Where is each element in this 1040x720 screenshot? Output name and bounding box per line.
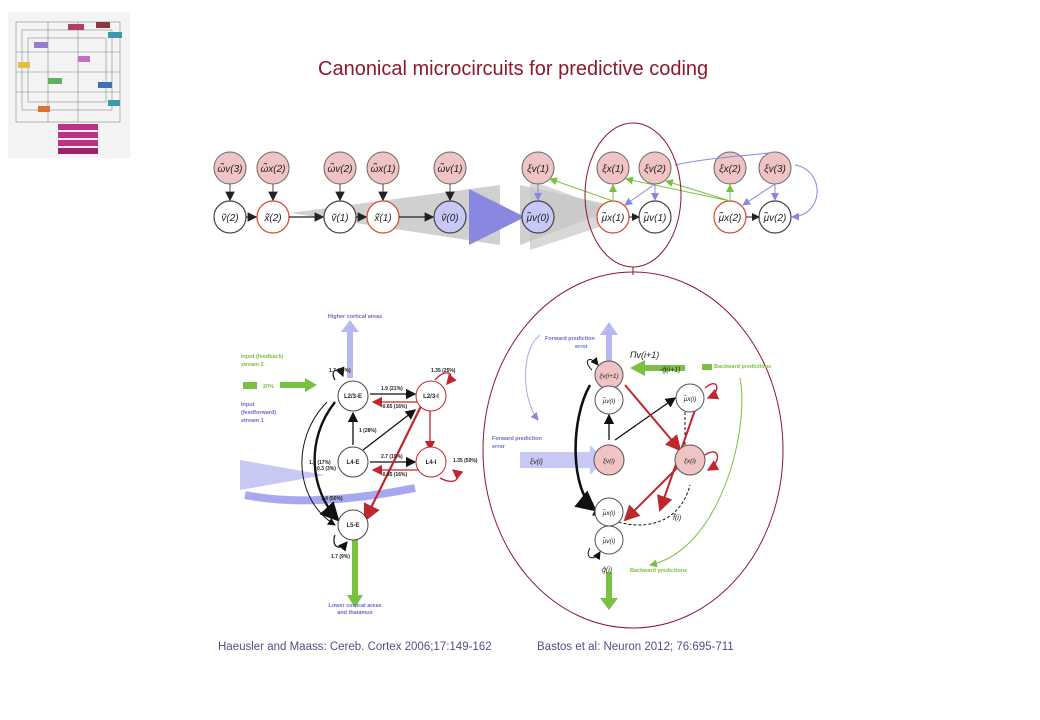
lower-node-label: μ̃v(1): [643, 211, 667, 224]
right-node-label: ξv(i): [603, 458, 615, 465]
backward-bottom: Backward predictions: [630, 568, 687, 574]
edge-label: 1.4 (50%): [321, 496, 343, 502]
forward-loop: [525, 334, 541, 421]
edge-label: 1.7 (20%): [329, 368, 351, 374]
lower-node-label: μ̃x(2): [718, 211, 742, 224]
citation-left: Haeusler and Maass: Cereb. Cortex 2006;1…: [218, 641, 492, 653]
upper-nodes: [213, 151, 792, 185]
right-node-label: μ̃x(i): [683, 395, 697, 403]
upper-node-label: ω̃x(2): [260, 162, 285, 175]
right-node-label: μ̃v(i): [602, 537, 616, 545]
upper-node-label: ω̃v(2): [327, 162, 352, 175]
bottom-label-1: Lower cortical areas: [328, 603, 381, 609]
feedback-label-1: Input (feedback): [241, 354, 284, 360]
feedforward-input-arrow: [240, 460, 325, 490]
top-chain-diagram: ω̃v(3) ω̃x(2) ω̃v(2) ω̃x(1) ω̃v(1) ξv(1) ξx(1)…: [213, 151, 818, 250]
right-node-label: ξx(i): [684, 458, 696, 465]
bottom-label-2: and thalamus: [337, 610, 372, 616]
left-node-label: L2/3-E: [344, 394, 362, 400]
left-microcircuit-diagram: Higher cortical areas Lower cortical are…: [240, 314, 478, 616]
pi-label: Πv(i+1): [630, 350, 659, 360]
edge-label: -0.85 (16%): [381, 472, 407, 478]
forward-left-2: error: [492, 444, 506, 450]
node-mu-v-upper: [594, 385, 624, 415]
node-xi-v-mid: [593, 444, 625, 476]
node-l23e: [337, 380, 369, 412]
feedback-label-2: stream 2: [241, 362, 264, 368]
upper-node-label: ω̃x(1): [370, 162, 395, 175]
feedforward-sweep: [244, 484, 416, 505]
edge-label: 1.7 (9%): [331, 554, 350, 560]
upper-node-label: ξx(1): [602, 164, 624, 175]
upper-node-label: ω̃v(1): [437, 162, 462, 175]
backward-bottom-arrow: [600, 572, 618, 610]
citation-right: Bastos et al: Neuron 2012; 76:695-711: [537, 641, 734, 653]
forward-top-2: error: [575, 344, 589, 350]
lower-node-label: x̃(2): [263, 213, 281, 224]
top-label: Higher cortical areas: [328, 314, 382, 320]
lower-node-label: ṽ(1): [331, 213, 348, 224]
thumbnail-overview: [8, 12, 130, 158]
edge-label: 1.35 (50%): [453, 458, 478, 464]
forward-top-1: Forward prediction: [545, 336, 595, 342]
node-mu-v0: [521, 200, 555, 234]
left-node-label: L4-I: [426, 460, 437, 466]
g-bottom-label: g̃(i): [602, 567, 612, 574]
right-node-label: μ̃x(i): [602, 509, 616, 517]
green-feedback-bar: [243, 382, 257, 389]
higher-areas-arrow: [341, 320, 359, 378]
f-label: f̃(i): [673, 514, 681, 522]
node-mu-v-lower: [594, 525, 624, 555]
node-l4i: [415, 446, 447, 478]
edge-label: -0.65 (16%): [381, 404, 407, 410]
upper-node-label: ξx(2): [719, 164, 741, 175]
edge-label: 1 (28%): [359, 428, 377, 434]
backward-top-arrow: [630, 360, 685, 376]
left-node-label: L4-E: [346, 460, 359, 466]
edge-label: 1.1 (17%): [309, 460, 331, 466]
left-node-label: L5-E: [346, 523, 359, 529]
forward-input-arrow: [520, 445, 605, 475]
node-l23i: [415, 380, 447, 412]
g-top-label: -g̃(i+1): [660, 367, 680, 374]
feedforward-label-3: stream 1: [241, 418, 264, 424]
slide-title: Canonical microcircuits for predictive c…: [318, 58, 709, 80]
lower-areas-arrow: [347, 532, 363, 608]
grey-wedge-right2: [530, 180, 630, 250]
upper-node-label: ω̃v(3): [217, 162, 242, 175]
feedback-pct: 20%: [263, 384, 274, 390]
right-microcircuit-diagram: Forward prediction error Forward predict…: [492, 322, 771, 610]
lower-node-label: ṽ(0): [441, 213, 458, 224]
node-mu-x-upper: [675, 383, 705, 413]
edge-label: 1.9 (21%): [381, 386, 403, 392]
forward-top-arrow: [600, 322, 618, 365]
lower-node-label: μ̃v(2): [763, 211, 787, 224]
lower-node-label: μ̃x(1): [601, 211, 625, 224]
lower-node-label: ṽ(2): [221, 213, 238, 224]
upper-node-label: ξv(2): [644, 164, 666, 175]
edge-label: 1.35 (25%): [431, 368, 456, 374]
edge-label: 0.3 (3%): [317, 466, 336, 472]
upper-node-label: ξv(1): [527, 164, 549, 175]
edge-label: 2.7 (19%): [381, 454, 403, 460]
backward-top: Backward predictions: [714, 364, 771, 370]
lower-node-label: x̃(1): [373, 213, 391, 224]
node-xi-x-mid: [674, 444, 706, 476]
upper-node-label: ξv(3): [764, 164, 786, 175]
right-node-label: ξv(i+1): [599, 373, 618, 380]
right-node-label: μ̃v(i): [602, 397, 616, 405]
forward-left-1: Forward prediction: [492, 436, 542, 442]
feedforward-label-1: Input: [241, 402, 255, 408]
node-l4e: [337, 446, 369, 478]
xi-left-label: ξv(i): [530, 459, 543, 466]
feedforward-label-2: (feedforward): [241, 410, 276, 416]
left-node-label: L2/3-I: [423, 394, 439, 400]
lower-node-label: μ̃v(0): [526, 211, 550, 224]
green-feedback-arrow: [280, 378, 317, 392]
node-l5e: [337, 509, 369, 541]
